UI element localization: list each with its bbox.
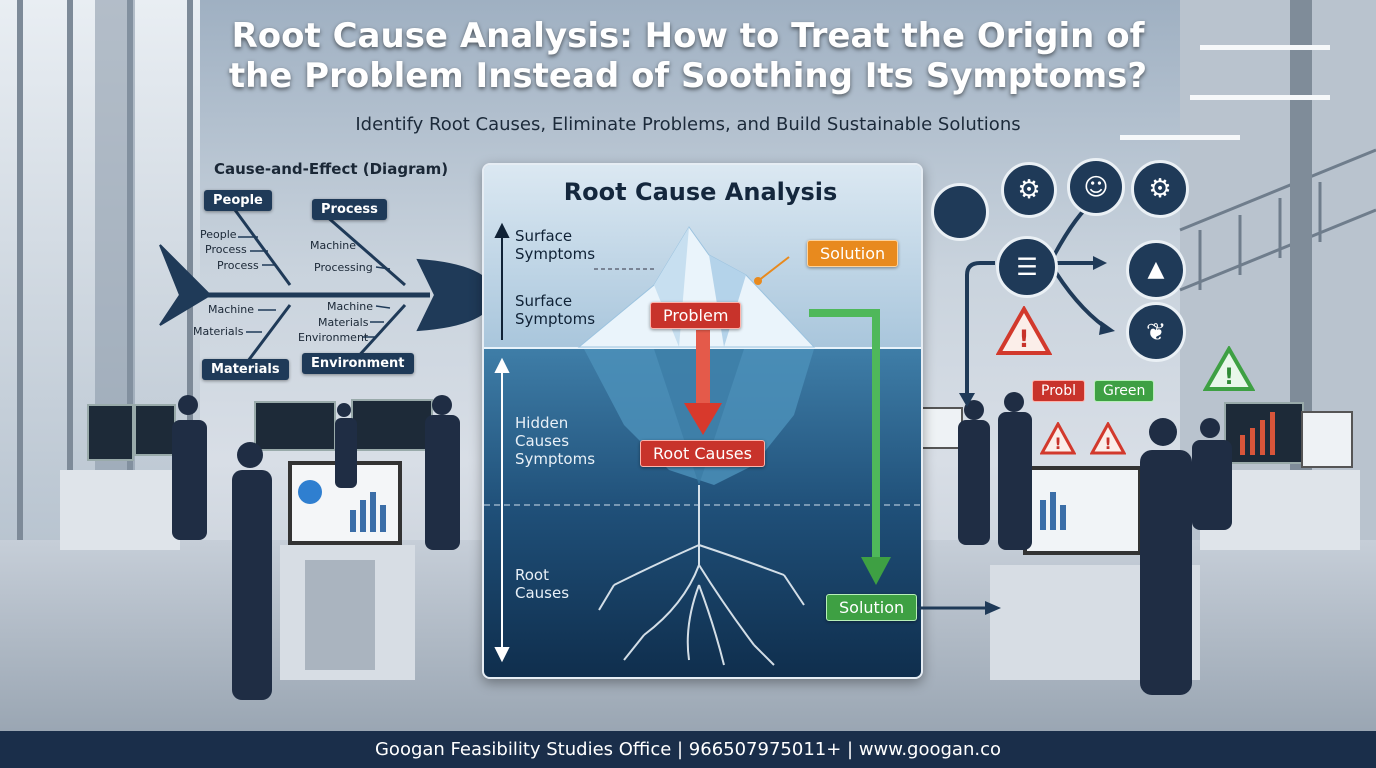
fishbone-cause: Process <box>217 259 259 272</box>
settings-gear-icon: ⚙ <box>1131 160 1189 218</box>
warning-icon: ! <box>1040 422 1076 455</box>
label-hidden-causes: Hidden Causes Symptoms <box>515 414 596 468</box>
warning-green-icon: ! <box>1203 346 1255 391</box>
fishbone-skeleton <box>159 209 497 366</box>
label-root-causes: Root Causes <box>515 566 570 602</box>
fishbone-cause: Process <box>205 243 247 256</box>
solution-tag-bottom: Solution <box>826 594 918 621</box>
fishbone-cause: Materials <box>193 325 244 338</box>
clipboard-icon: ☰ <box>996 236 1058 298</box>
fishbone-cause: Machine <box>327 300 374 313</box>
fishbone-category-process: Process <box>312 199 387 220</box>
chart-growth-icon: ▲ <box>1126 240 1186 300</box>
fishbone-category-environment: Environment <box>302 353 414 374</box>
title-line-1: Root Cause Analysis: How to Treat the Or… <box>231 16 1145 56</box>
solution-arrow <box>917 601 1001 615</box>
toolbox-icon <box>931 183 989 241</box>
panel-title: Root Cause Analysis <box>563 178 838 206</box>
problem-mini-tag: Probl <box>1032 380 1085 402</box>
svg-text:!: ! <box>1224 365 1234 390</box>
warning-icon: ! <box>996 306 1052 355</box>
svg-text:!: ! <box>1104 434 1111 453</box>
fishbone-cause: People <box>200 228 237 241</box>
svg-text:!: ! <box>1054 434 1061 453</box>
fishbone-cause: Machine <box>208 303 255 316</box>
label-surface-symptoms-2: Surface Symptoms <box>515 292 596 328</box>
solution-tag-top: Solution <box>807 240 899 267</box>
fishbone-cause: Machine <box>310 239 357 252</box>
sustainability-leaf-icon: ❦ <box>1126 302 1186 362</box>
problem-tag: Problem <box>650 302 742 329</box>
label-surface-symptoms-1: Surface Symptoms <box>515 227 596 263</box>
title-line-2: the Problem Instead of Soothing Its Symp… <box>228 56 1148 96</box>
green-mini-tag: Green <box>1094 380 1155 402</box>
team-icon: ☺ <box>1067 158 1125 216</box>
page-title: Root Cause Analysis: How to Treat the Or… <box>0 16 1376 96</box>
warning-icon: ! <box>1090 422 1126 455</box>
fishbone-cause: Processing <box>314 261 373 274</box>
root-causes-tag: Root Causes <box>640 440 765 467</box>
svg-text:!: ! <box>1019 325 1030 353</box>
fishbone-cause: Materials <box>318 316 369 329</box>
fishbone-category-people: People <box>204 190 272 211</box>
page-subtitle: Identify Root Causes, Eliminate Problems… <box>355 114 1021 135</box>
gear-wrench-icon: ⚙ <box>1001 162 1057 218</box>
fishbone-category-materials: Materials <box>202 359 289 380</box>
fishbone-cause: Environment <box>298 331 369 344</box>
footer-bar: Googan Feasibility Studies Office | 9665… <box>0 731 1376 768</box>
fishbone-title: Cause-and-Effect (Diagram) <box>214 160 449 178</box>
